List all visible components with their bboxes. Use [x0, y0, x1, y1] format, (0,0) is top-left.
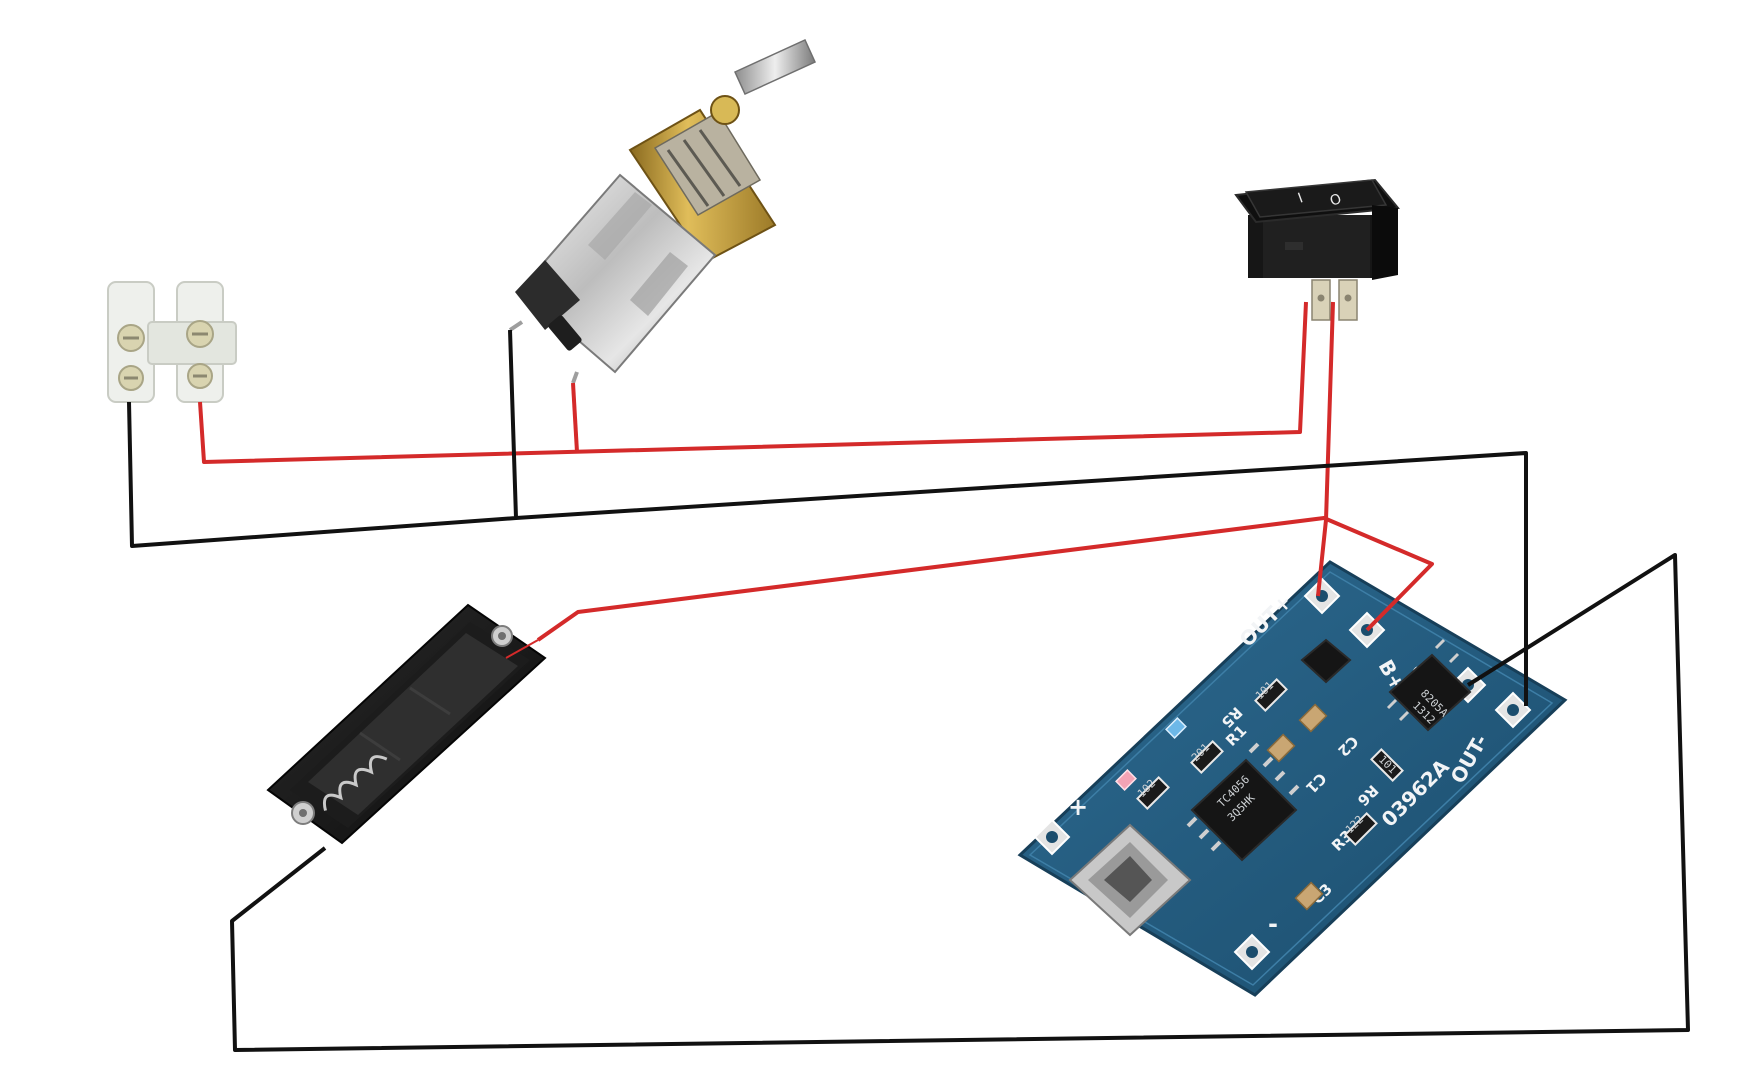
black-wire-terminal-to-out-minus	[515, 451, 1528, 706]
rocker-switch-icon: I O	[1234, 178, 1400, 321]
terminal-block	[107, 281, 237, 403]
label-in-minus: -	[1268, 910, 1278, 938]
battery-holder	[266, 603, 547, 845]
black-wire-terminal-to-motor	[127, 329, 518, 548]
gear-motor	[508, 39, 816, 384]
charger-board: OUT+ B+ B- OUT- + - 03962A R5 R1 R6 R3 C…	[1017, 560, 1568, 997]
switch-on-symbol: I	[1296, 190, 1305, 206]
red-wire-motor-tap	[571, 382, 579, 453]
label-in-plus: +	[1068, 793, 1088, 821]
black-wire-battery-to-b-minus	[230, 553, 1690, 1052]
gear-motor-icon	[508, 39, 816, 384]
battery-holder-icon	[266, 603, 547, 845]
switch-off-symbol: O	[1328, 191, 1344, 210]
charger-board-icon: OUT+ B+ B- OUT- + - 03962A R5 R1 R6 R3 C…	[1017, 560, 1568, 997]
rocker-switch: I O	[1234, 178, 1400, 321]
red-wire-switch-to-out-plus	[1316, 301, 1335, 597]
red-wire-terminal-to-switch	[198, 301, 1308, 464]
red-wire-battery-to-b-plus	[536, 516, 1434, 642]
terminal-block-icon	[107, 281, 237, 403]
wires	[127, 301, 1690, 1052]
